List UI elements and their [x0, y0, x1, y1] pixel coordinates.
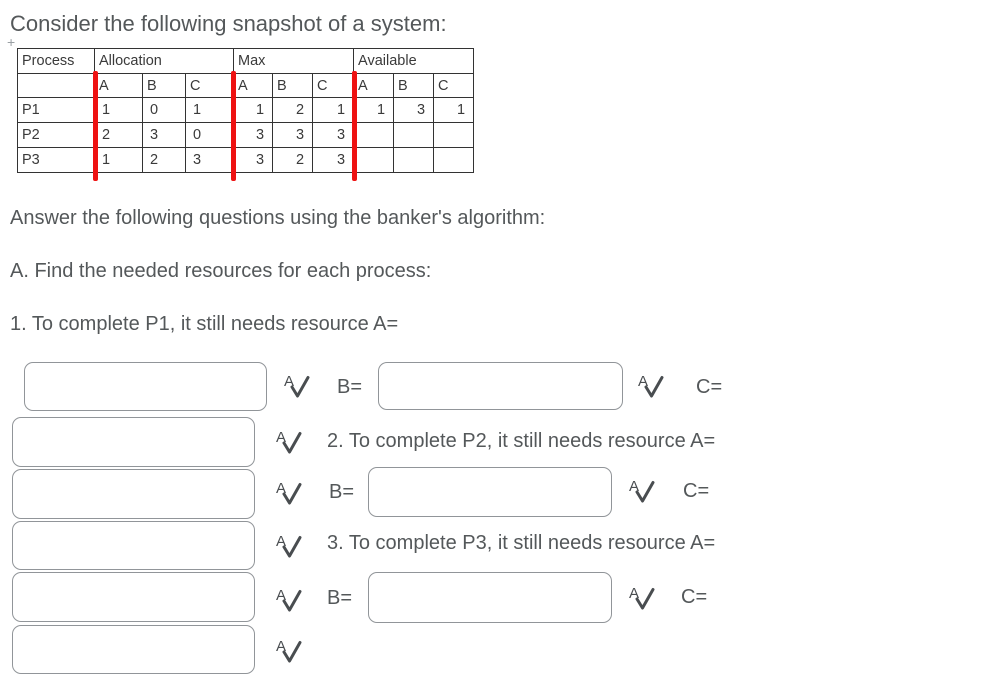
p2-avail-a — [353, 122, 395, 148]
avail-col-b: B — [393, 73, 435, 98]
p3-avail-c — [433, 147, 475, 173]
answer-p3-b-input[interactable] — [368, 572, 612, 623]
svg-text:A: A — [276, 480, 286, 497]
table-resource-header-row: A B C A B C A B C — [17, 73, 475, 98]
label-p2-b: B= — [329, 481, 355, 503]
question-title: Consider the following snapshot of a sys… — [10, 11, 447, 36]
p2-max-b: 3 — [272, 122, 314, 148]
svg-text:A: A — [629, 585, 639, 602]
p1-alloc-c: 1 — [184, 97, 235, 123]
question-1-text: 1. To complete P1, it still needs resour… — [10, 313, 399, 335]
alloc-col-a: A — [94, 73, 143, 98]
p1-max-b: 2 — [272, 97, 314, 123]
p2-max-c: 3 — [312, 122, 355, 148]
part-a-heading: A. Find the needed resources for each pr… — [10, 260, 432, 282]
p3-alloc-a: 1 — [94, 147, 143, 173]
spellcheck-icon: A — [629, 585, 655, 610]
svg-text:A: A — [276, 429, 286, 446]
label-p2-c: C= — [683, 480, 710, 502]
instructions-text: Answer the following questions using the… — [10, 207, 546, 229]
table-group-header-row: Process Allocation Max Available — [17, 48, 475, 74]
answer-p1-b-input[interactable] — [378, 362, 623, 410]
p2-avail-c — [433, 122, 475, 148]
answer-p1-a-input[interactable] — [24, 362, 267, 411]
spellcheck-icon: A — [284, 373, 310, 398]
p3-max-a: 3 — [233, 147, 274, 173]
red-marker-line-available — [352, 71, 357, 181]
answer-p2-c-input[interactable] — [12, 521, 255, 570]
header-max: Max — [233, 48, 355, 74]
max-col-b: B — [272, 73, 314, 98]
max-col-c: C — [312, 73, 355, 98]
p3-alloc-b: 2 — [142, 147, 186, 173]
p2-alloc-b: 3 — [142, 122, 186, 148]
p3-alloc-c: 3 — [184, 147, 235, 173]
header-blank-cell — [17, 73, 95, 98]
label-p1-b: B= — [337, 376, 363, 398]
p1-avail-a: 1 — [353, 97, 395, 123]
p2-alloc-a: 2 — [94, 122, 143, 148]
p1-avail-c: 1 — [433, 97, 475, 123]
question-2-text: 2. To complete P2, it still needs resour… — [327, 430, 716, 452]
svg-text:A: A — [276, 533, 286, 550]
header-process: Process — [17, 48, 95, 74]
header-available: Available — [353, 48, 475, 74]
process-name: P2 — [17, 122, 95, 148]
table-row: P2 2 3 0 3 3 3 — [17, 122, 475, 148]
p1-max-a: 1 — [233, 97, 274, 123]
p1-alloc-a: 1 — [94, 97, 143, 123]
alloc-col-c: C — [184, 73, 235, 98]
answer-p1-c-input[interactable] — [12, 417, 255, 467]
red-marker-line-allocation — [93, 71, 98, 181]
p3-max-c: 3 — [312, 147, 355, 173]
svg-text:A: A — [629, 478, 639, 495]
table-move-handle-icon: + — [7, 34, 16, 50]
spellcheck-icon: A — [276, 480, 302, 505]
spellcheck-icon: A — [276, 429, 302, 454]
p3-max-b: 2 — [272, 147, 314, 173]
header-allocation: Allocation — [93, 48, 235, 74]
spellcheck-icon: A — [638, 373, 664, 398]
avail-col-c: C — [433, 73, 475, 98]
label-p3-b: B= — [327, 587, 353, 609]
max-col-a: A — [233, 73, 274, 98]
svg-text:A: A — [284, 373, 294, 390]
process-name: P1 — [17, 97, 95, 123]
answer-p3-a-input[interactable] — [12, 572, 255, 622]
alloc-col-b: B — [142, 73, 186, 98]
p2-max-a: 3 — [233, 122, 274, 148]
svg-text:A: A — [638, 373, 648, 390]
p2-alloc-c: 0 — [184, 122, 235, 148]
label-p3-c: C= — [681, 586, 708, 608]
question-3-text: 3. To complete P3, it still needs resour… — [327, 532, 716, 554]
spellcheck-icon: A — [276, 638, 302, 663]
label-p1-c: C= — [696, 376, 723, 398]
system-snapshot-table: Process Allocation Max Available A B C A… — [17, 48, 475, 173]
avail-col-a: A — [353, 73, 395, 98]
spellcheck-icon: A — [629, 478, 655, 503]
red-marker-line-max — [231, 71, 236, 181]
table-row: P3 1 2 3 3 2 3 — [17, 147, 475, 173]
p3-avail-a — [353, 147, 395, 173]
p3-avail-b — [393, 147, 435, 173]
p1-avail-b: 3 — [393, 97, 435, 123]
p1-max-c: 1 — [312, 97, 355, 123]
table-row: P1 1 0 1 1 2 1 1 3 1 — [17, 97, 475, 123]
answer-p3-c-input[interactable] — [12, 625, 255, 674]
spellcheck-icon: A — [276, 533, 302, 558]
answer-p2-b-input[interactable] — [368, 467, 612, 517]
svg-text:A: A — [276, 587, 286, 604]
process-name: P3 — [17, 147, 95, 173]
answer-p2-a-input[interactable] — [12, 469, 255, 519]
svg-text:A: A — [276, 638, 286, 655]
p2-avail-b — [393, 122, 435, 148]
p1-alloc-b: 0 — [142, 97, 186, 123]
spellcheck-icon: A — [276, 587, 302, 612]
